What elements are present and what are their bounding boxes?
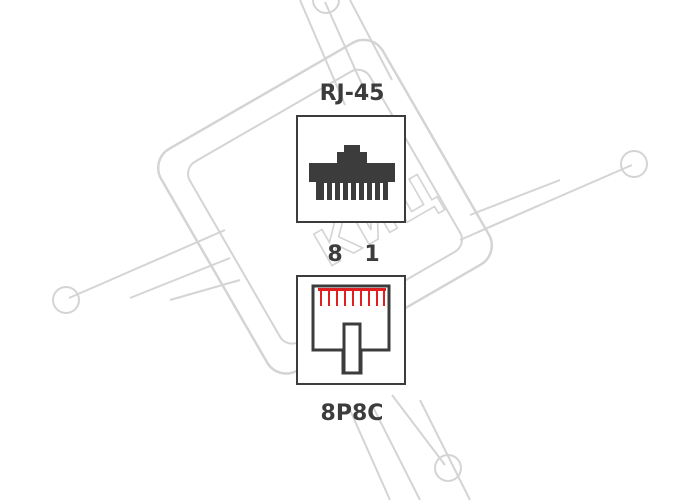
plug-contacts: [318, 288, 386, 306]
watermark-circuit-lines: [68, 0, 633, 500]
watermark-node-right: [620, 150, 648, 178]
pin-number-8: 8: [327, 242, 342, 267]
top-label: RJ-45: [320, 81, 385, 106]
rj45-socket-front-icon: [296, 115, 406, 223]
bottom-label: 8P8C: [321, 401, 384, 426]
socket-pin-slots: [324, 183, 383, 200]
watermark-node-bottom: [434, 454, 462, 482]
8p8c-plug-front-icon: [296, 275, 406, 385]
watermark-node-top: [312, 0, 340, 14]
plug-latch: [342, 322, 362, 375]
watermark-node-left: [52, 286, 80, 314]
pin-number-1: 1: [364, 242, 379, 267]
